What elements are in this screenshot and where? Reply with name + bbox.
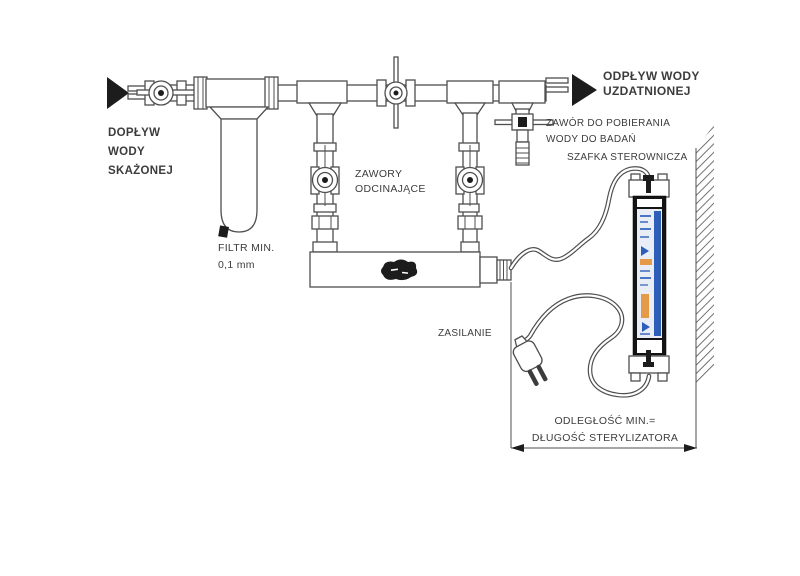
tee-right (446, 80, 494, 116)
manufacturer-logo (381, 259, 418, 281)
filter-union-right (264, 76, 279, 110)
filter-union-left (193, 76, 208, 110)
lamp-cable (508, 166, 652, 271)
power-label: ZASILANIE (438, 328, 492, 339)
tee-left (296, 80, 348, 117)
inflow-label: DOPŁYW WODY SKAŻONEJ (108, 124, 173, 181)
inlet-arrow-icon (107, 77, 129, 109)
inflow-line1: DOPŁYW (108, 127, 161, 139)
sampling-valve-label: ZAWÓR DO POBIERANIA WODY DO BADAŃ (546, 116, 670, 148)
shutoff-valve-left (310, 142, 340, 213)
power-cable (518, 293, 652, 398)
sterilizer-inlet-stub (312, 241, 338, 253)
sampling-valve (494, 113, 554, 166)
filter-drain-valve (218, 225, 229, 238)
control-cabinet (628, 173, 670, 382)
outflow-line1: ODPŁYW WODY (603, 69, 700, 83)
filter-housing (208, 106, 270, 238)
outlet-arrow-icon (572, 74, 597, 106)
plug-prong (527, 369, 539, 386)
distance-line1: ODLEGŁOŚĆ MIN.= (554, 415, 656, 427)
shutoff-line1: ZAWORY (355, 168, 403, 180)
shutoff-line2: ODCINAJĄCE (355, 183, 426, 195)
inflow-line2: WODY (108, 146, 145, 158)
filter-head (205, 78, 273, 108)
outflow-line2: UZDATNIONEJ (603, 84, 691, 98)
inflow-line3: SKAŻONEJ (108, 165, 174, 177)
union-right (457, 215, 483, 230)
bypass-valve (376, 56, 416, 129)
union-left (311, 215, 339, 230)
filter-label: FILTR MIN. 0,1 mm (218, 240, 274, 274)
outlet-tubing (545, 77, 569, 93)
dimension-lines (510, 282, 697, 452)
shutoff-valve-right (455, 142, 485, 213)
tee-sampling (498, 80, 546, 118)
filter-line2: 0,1 mm (218, 259, 255, 271)
power-plug (512, 335, 548, 386)
control-cabinet-label: SZAFKA STEROWNICZA (567, 152, 688, 163)
filter-line1: FILTR MIN. (218, 242, 275, 254)
wall-hatch (695, 125, 714, 448)
lamp-connector (479, 256, 512, 284)
min-distance-label: ODLEGŁOŚĆ MIN.= DŁUGOŚĆ STERYLIZATORA (510, 413, 700, 447)
sampling-line1: ZAWÓR DO POBIERANIA (546, 118, 671, 129)
sterilizer-outlet-stub (460, 241, 480, 253)
shutoff-valves-label: ZAWORY ODCINAJĄCE (355, 167, 426, 197)
sampling-line2: WODY DO BADAŃ (546, 134, 636, 145)
inlet-valve (136, 80, 196, 106)
cabinet-sticker (637, 209, 662, 338)
uv-sterilizer (309, 251, 481, 288)
outflow-label: ODPŁYW WODY UZDATNIONEJ (603, 69, 700, 99)
distance-line2: DŁUGOŚĆ STERYLIZATORA (531, 432, 679, 444)
plug-prong (536, 364, 548, 382)
